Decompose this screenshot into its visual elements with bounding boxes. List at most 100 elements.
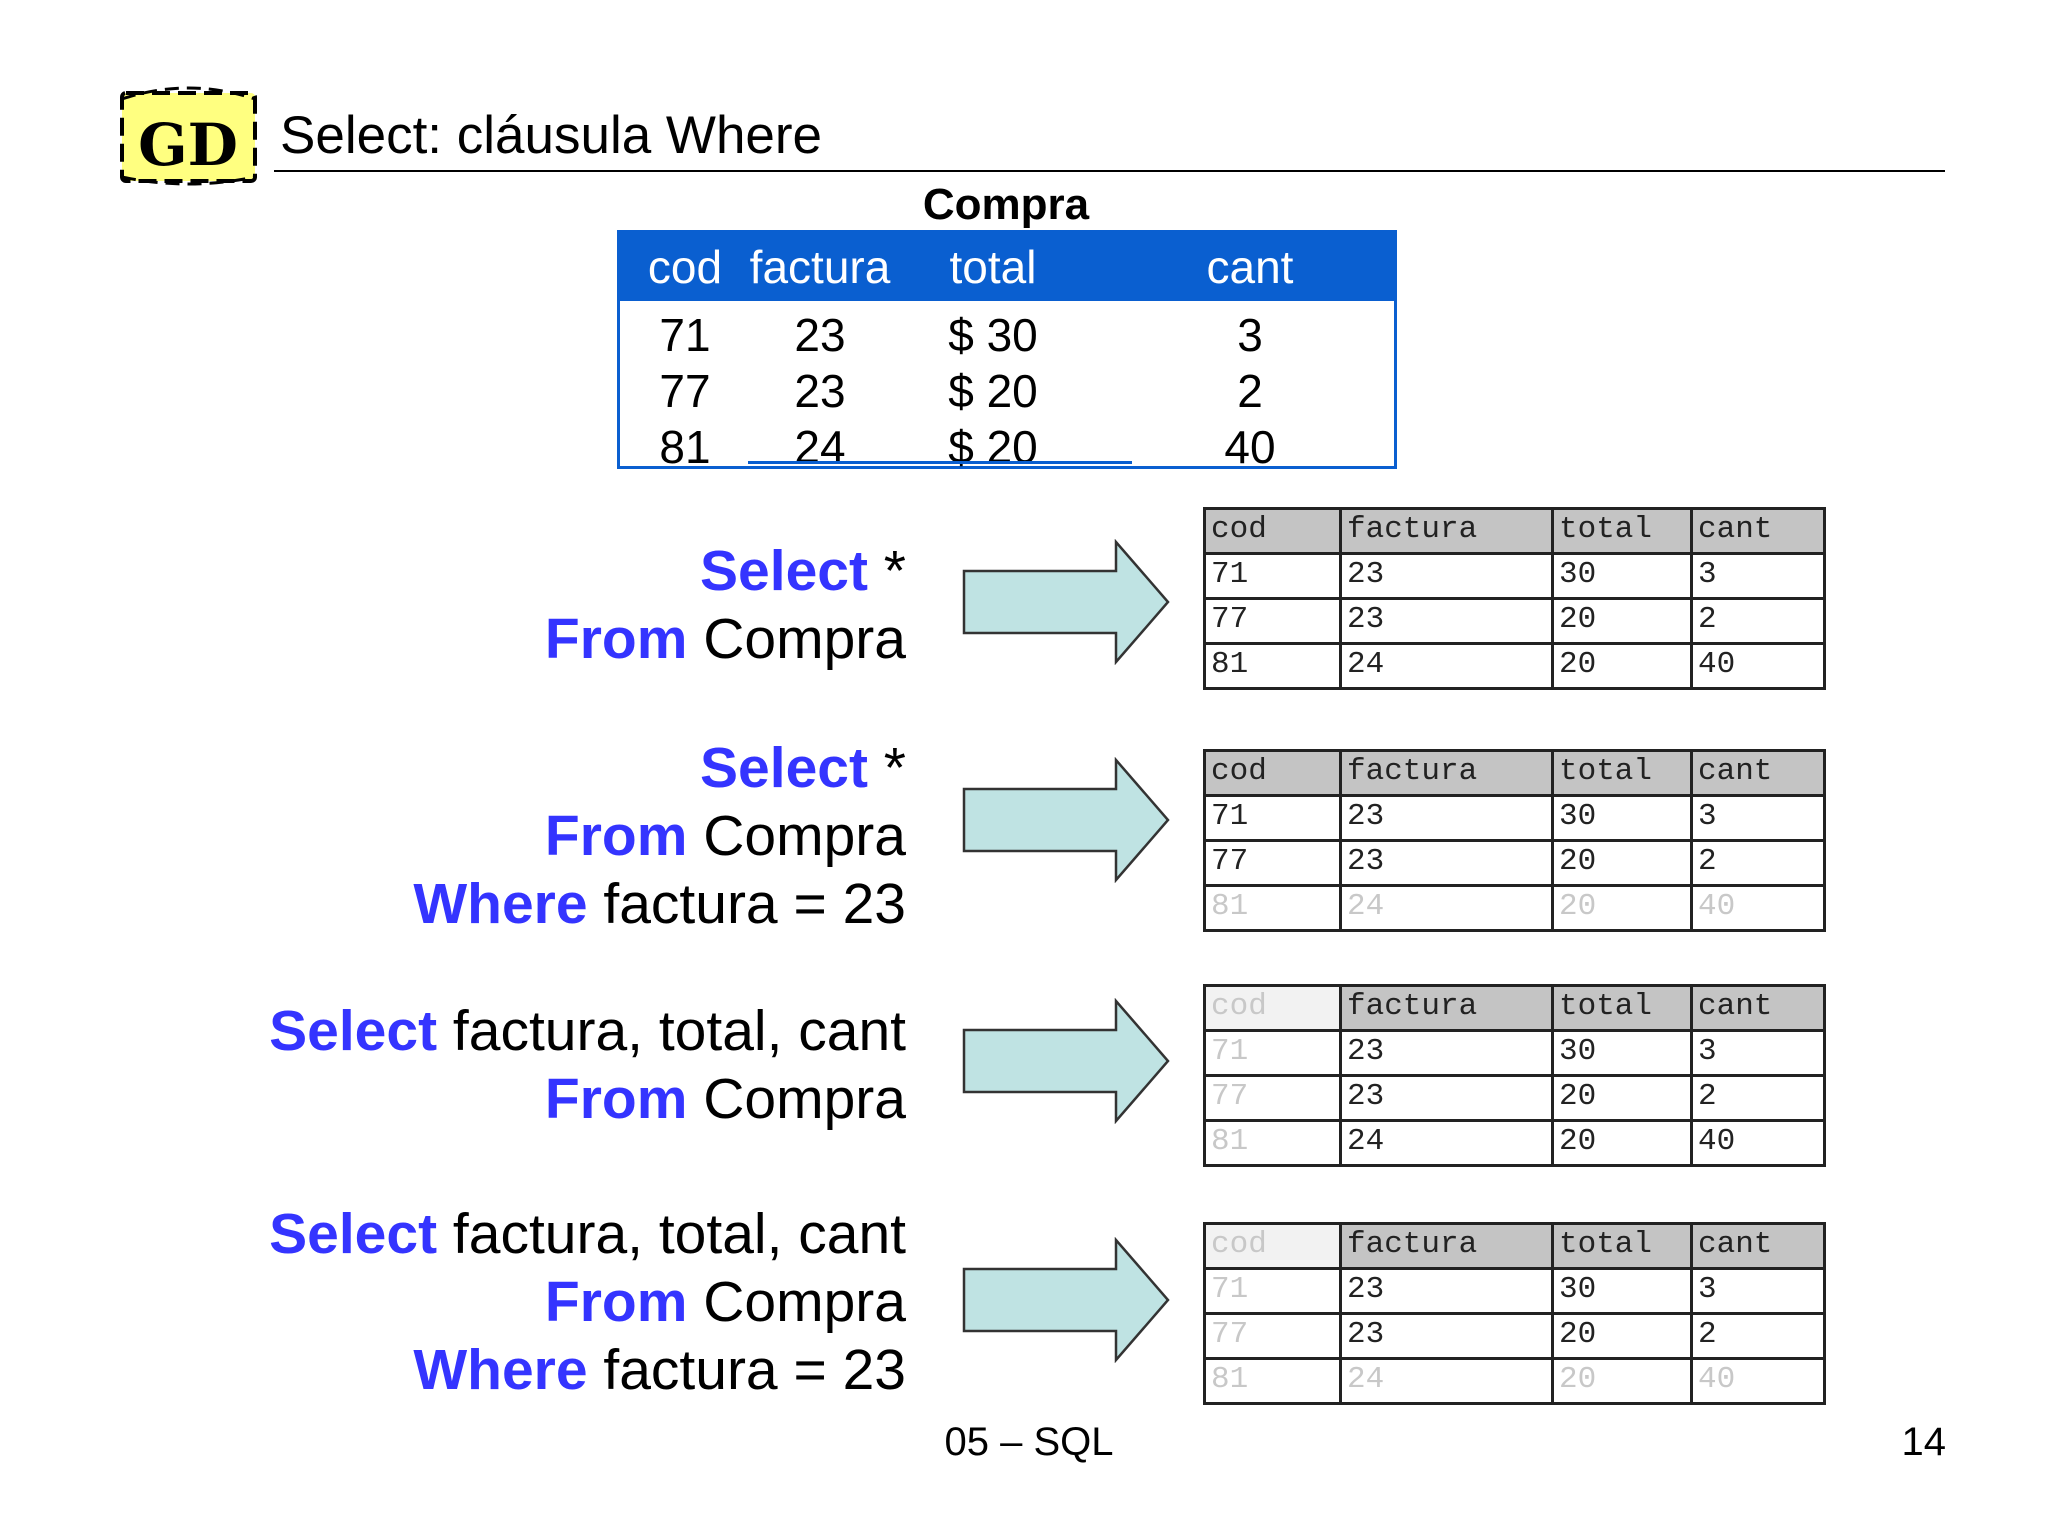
result-cell: 3 [1698, 1034, 1717, 1069]
result-cell: 20 [1559, 844, 1597, 879]
compra-table-caption: Compra [922, 180, 1090, 229]
result-cell: 23 [1347, 1272, 1385, 1307]
sql-query-line: Where factura = 23 [413, 870, 906, 938]
result-header-cell: factura [1339, 1224, 1551, 1267]
result-cell: 30 [1559, 799, 1597, 834]
table-grid-line [1203, 984, 1826, 987]
table-grid-line [1203, 507, 1206, 690]
result-cell: 20 [1559, 602, 1597, 637]
compra-cell: $ 30 [948, 309, 1038, 361]
table-grid-line [1823, 984, 1826, 1167]
sql-query-line: Select * [413, 734, 906, 802]
result-header-cell: total [1551, 986, 1690, 1029]
table-grid-line [1203, 884, 1826, 887]
sql-clause-text: Compra [687, 804, 906, 868]
result-cell: 23 [1347, 799, 1385, 834]
sql-keyword: Select [269, 1202, 438, 1266]
result-header-cell: factura [1339, 986, 1551, 1029]
sql-query-line: Select factura, total, cant [269, 997, 906, 1065]
table-grid-line [1690, 984, 1693, 1167]
sql-clause-text: * [867, 736, 906, 800]
sql-query-line: Select * [545, 537, 906, 605]
sql-keyword: From [544, 1067, 688, 1131]
gd-logo: GD [119, 83, 258, 187]
right-arrow-icon [961, 757, 1171, 883]
sql-clause-text: factura, total, cant [437, 999, 906, 1063]
result-cell: 23 [1347, 844, 1385, 879]
result-cell: 23 [1347, 557, 1385, 592]
table-grid-line [1339, 1222, 1342, 1405]
table-grid-line [1203, 1119, 1826, 1122]
table-grid-line [1203, 1312, 1826, 1315]
table-grid-line [1203, 507, 1826, 510]
compra-cell: 40 [1224, 421, 1276, 473]
title-divider [274, 170, 1945, 172]
result-cell: 30 [1559, 1034, 1597, 1069]
sql-query-line: Where factura = 23 [269, 1336, 906, 1404]
result-cell: 81 [1211, 1124, 1249, 1159]
result-cell: 40 [1698, 1124, 1736, 1159]
result-cell: 24 [1347, 1362, 1385, 1397]
result-header-cell: cod [1203, 751, 1339, 794]
sql-keyword: From [544, 607, 688, 671]
result-cell: 40 [1698, 1362, 1736, 1397]
result-cell: 40 [1698, 889, 1736, 924]
table-grid-line [1823, 749, 1826, 932]
result-header-cell: cant [1690, 509, 1826, 552]
sql-query-line: From Compra [413, 802, 906, 870]
compra-cell: $ 20 [948, 421, 1038, 473]
compra-cell: 23 [794, 309, 846, 361]
result-header-cell: total [1551, 509, 1690, 552]
result-cell: 20 [1559, 1079, 1597, 1114]
result-cell: 77 [1211, 1079, 1249, 1114]
table-grid-line [1823, 507, 1826, 690]
table-grid-line [1203, 984, 1206, 1167]
right-arrow-icon [961, 998, 1171, 1124]
result-header-cell: factura [1339, 509, 1551, 552]
table-grid-line [1203, 597, 1826, 600]
table-grid-line [1551, 507, 1554, 690]
sql-query-line: From Compra [269, 1268, 906, 1336]
result-cell: 20 [1559, 1124, 1597, 1159]
sql-keyword: Where [413, 1338, 588, 1402]
table-grid-line [1203, 929, 1826, 932]
table-grid-line [1203, 1402, 1826, 1405]
compra-table: cod factura total cant 71 23 $ 30 3 77 2… [617, 230, 1397, 473]
logo-text: GD [138, 111, 238, 179]
compra-cell: 23 [794, 365, 846, 417]
table-grid-line [1339, 507, 1342, 690]
table-grid-line [1203, 1267, 1826, 1270]
sql-keyword: Select [700, 539, 868, 603]
result-cell: 3 [1698, 1272, 1717, 1307]
table-grid-line [1551, 749, 1554, 932]
result-cell: 81 [1211, 647, 1249, 682]
result-cell: 77 [1211, 602, 1249, 637]
table-grid-line [1203, 1222, 1826, 1225]
table-grid-line [1339, 984, 1342, 1167]
result-cell: 2 [1698, 602, 1717, 637]
compra-header-cell: cod [647, 241, 723, 293]
table-grid-line [1203, 642, 1826, 645]
table-grid-line [1690, 507, 1693, 690]
compra-cell: $ 20 [948, 365, 1038, 417]
table-grid-line [1203, 1357, 1826, 1360]
result-cell: 3 [1698, 799, 1717, 834]
result-cell: 40 [1698, 647, 1736, 682]
result-cell: 24 [1347, 1124, 1385, 1159]
sql-keyword: Select [700, 736, 868, 800]
sql-clause-text: factura, total, cant [437, 1202, 906, 1266]
table-grid-line [1203, 794, 1826, 797]
result-cell: 30 [1559, 1272, 1597, 1307]
result-cell: 20 [1559, 647, 1597, 682]
sql-query: Select *From Compra [545, 537, 906, 673]
table-grid-line [1203, 1074, 1826, 1077]
result-cell: 77 [1211, 844, 1249, 879]
result-header-cell: cod [1203, 509, 1339, 552]
sql-clause-text: factura = 23 [587, 872, 906, 936]
result-cell: 77 [1211, 1317, 1249, 1352]
compra-cell: 81 [659, 421, 711, 473]
